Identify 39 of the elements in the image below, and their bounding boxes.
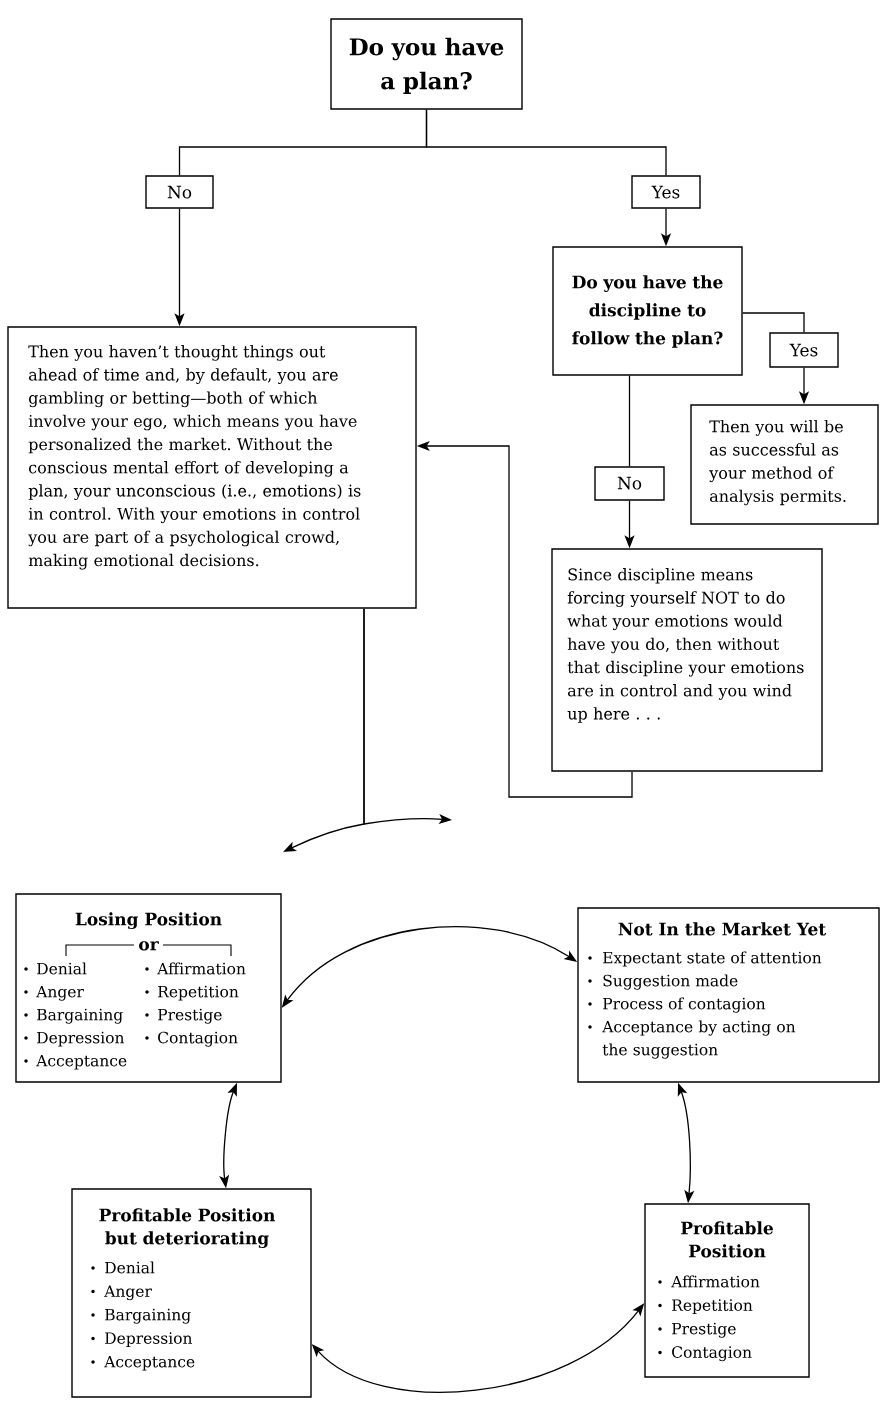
branch-label-box: No xyxy=(594,466,665,501)
bracket-label: or xyxy=(139,941,159,951)
list-item: Expectant state of attention xyxy=(603,951,822,967)
box-heading: Profitable Position but deteriorating xyxy=(99,1208,276,1248)
list-item: Acceptance by acting on the suggestion xyxy=(602,1020,796,1059)
list-item: Contagion xyxy=(158,1031,238,1047)
box-heading: Not In the Market Yet xyxy=(618,922,827,936)
text-box: Then you will be as successful as your method of analysis permits. xyxy=(690,404,879,525)
list-item: Suggestion made xyxy=(603,974,738,990)
question-box: Do you have a plan? xyxy=(330,18,523,110)
list-item: Prestige xyxy=(158,1008,222,1024)
text-box: Then you haven’t thought things out ahead of time and, by default, you are gambling or betting—both of which involve your ego, which means you have personalized the market. Without the conscious mental effort of developing a plan, your unconscious (i.e., emotions) is in control. With your emotions in control you are part of a psychological crowd, making emotional decisions. xyxy=(7,326,417,609)
list-item: Acceptance xyxy=(36,1054,127,1070)
box-heading: Losing Position xyxy=(75,912,222,929)
text-box: Since discipline means forcing yourself NOT to do what your emotions would have you do, then without that discipline your emotions are in control and you wind up here . . . xyxy=(551,548,823,772)
connector-line xyxy=(628,375,631,467)
list-item: Denial xyxy=(105,1261,155,1274)
box-heading: Profitable Position xyxy=(681,1221,773,1258)
list-item: Affirmation xyxy=(671,1275,760,1288)
list-item: Acceptance xyxy=(104,1355,195,1371)
branch-label-box: Yes xyxy=(631,175,701,209)
list-item: Anger xyxy=(36,985,84,1001)
list-item: Depression xyxy=(105,1332,193,1347)
list-item: Prestige xyxy=(672,1322,736,1338)
list-item: Process of contagion xyxy=(603,997,766,1013)
connector-line xyxy=(742,312,805,333)
list-item: Contagion xyxy=(672,1346,752,1362)
branch-label-box: Yes xyxy=(769,332,839,368)
list-item: Affirmation xyxy=(157,962,246,975)
question-box: Do you have the discipline to follow the plan? xyxy=(552,246,743,376)
list-item: Denial xyxy=(37,962,87,975)
list-item: Bargaining xyxy=(37,1008,123,1024)
list-item: Anger xyxy=(104,1285,152,1301)
connector-line xyxy=(425,109,667,176)
list-item: Repetition xyxy=(672,1299,753,1314)
list-item: Repetition xyxy=(158,985,239,1001)
list-item: Depression xyxy=(37,1031,125,1047)
list-item: Bargaining xyxy=(105,1308,191,1324)
branch-label-box: No xyxy=(145,175,214,209)
